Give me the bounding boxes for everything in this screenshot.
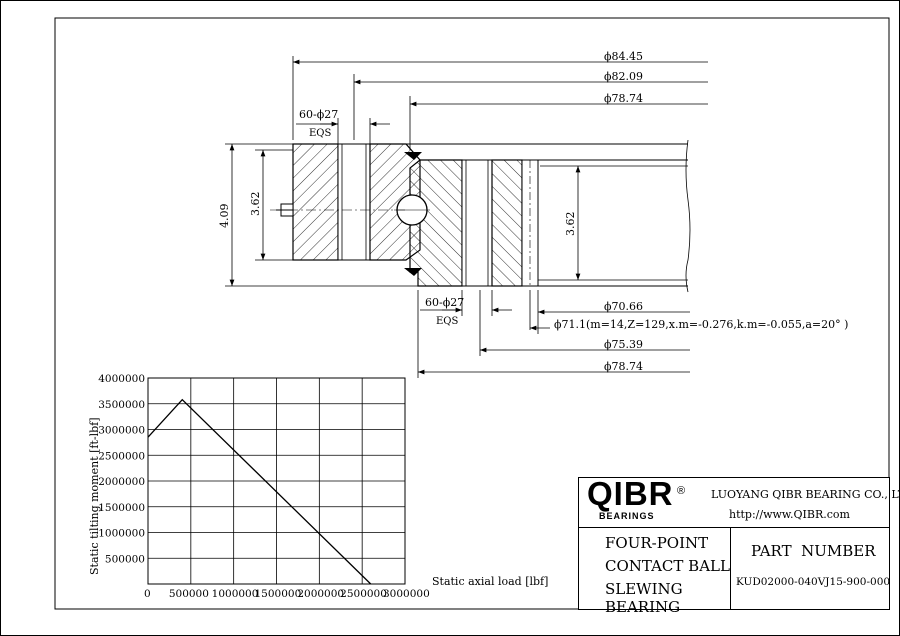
- chart-y-tick-label: 1500000: [98, 502, 145, 514]
- chart-x-tick-label: 0: [144, 588, 151, 600]
- chart-y-tick-label: 500000: [105, 553, 145, 565]
- inner-border: [54, 17, 890, 610]
- description-line-3: SLEWING BEARING: [605, 580, 683, 616]
- chart-y-tick-label: 3000000: [98, 425, 145, 437]
- dim-d2: ϕ82.09: [604, 70, 643, 83]
- chart-series-line: [147, 398, 372, 585]
- chart-y-tick-label: 2000000: [98, 476, 145, 488]
- dim-d3: ϕ78.74: [604, 92, 643, 105]
- chart-x-tick-label: 1000000: [212, 588, 259, 600]
- dim-d4: ϕ70.66: [604, 300, 643, 313]
- chart-x-tick-label: 2000000: [297, 588, 344, 600]
- seal-bottom: [404, 268, 422, 276]
- part-number-cell: PART NUMBER KUD02000-040VJ15-900-000: [731, 528, 891, 609]
- dim-d6: ϕ75.39: [604, 338, 643, 351]
- chart-y-axis-label: Static tilting moment [ft-lbf]: [88, 417, 101, 575]
- inner-ring-gear: [491, 159, 523, 287]
- dim-holes-bottom: 60-ϕ27: [425, 296, 464, 309]
- seal-top: [404, 152, 422, 160]
- dim-height-total: 4.09: [218, 204, 231, 229]
- company-url: http://www.QIBR.com: [729, 508, 850, 521]
- dim-height-inner: 3.62: [564, 212, 577, 237]
- dim-d5: ϕ71.1(m=14,Z=129,x.m=-0.276,k.m=-0.055,a…: [554, 318, 848, 331]
- chart-x-tick-label: 500000: [169, 588, 209, 600]
- part-number-label: PART NUMBER: [751, 542, 876, 560]
- outer-bolt-hole: [337, 143, 371, 261]
- chart-x-axis-label: Static axial load [lbf]: [432, 575, 548, 588]
- logo-cell: QIBR ® BEARINGS LUOYANG QIBR BEARING CO.…: [579, 475, 900, 528]
- inner-bolt-hole: [461, 159, 493, 287]
- outer-ring-left: [292, 143, 339, 261]
- chart-x-tick-label: 1500000: [255, 588, 302, 600]
- bearing-cross-section: [225, 139, 691, 293]
- logo-reg-mark: ®: [677, 485, 686, 497]
- chart-y-tick-label: 2500000: [98, 450, 145, 462]
- dim-eqs-top: EQS: [309, 128, 331, 139]
- company-logo: QIBR ® BEARINGS: [585, 475, 686, 525]
- chart-y-tick-label: 3500000: [98, 399, 145, 411]
- chart-y-tick-label: 4000000: [98, 373, 145, 385]
- chart-x-tick-label: 3000000: [383, 588, 430, 600]
- dim-d1: ϕ84.45: [604, 50, 643, 63]
- chart-x-tick-label: 2500000: [340, 588, 387, 600]
- chart-y-tick-label: 1000000: [98, 528, 145, 540]
- dim-holes-top: 60-ϕ27: [299, 108, 338, 121]
- title-block: QIBR ® BEARINGS LUOYANG QIBR BEARING CO.…: [578, 475, 900, 616]
- dim-height-outer: 3.62: [249, 192, 262, 217]
- dim-d7: ϕ78.74: [604, 360, 643, 373]
- dimension-lines: [229, 56, 708, 378]
- chart-grid: [147, 377, 406, 585]
- logo-subtext: BEARINGS: [599, 511, 655, 521]
- description-line-2: CONTACT BALL: [605, 557, 730, 575]
- description-cell: FOUR-POINT CONTACT BALL SLEWING BEARING: [579, 528, 731, 616]
- dim-eqs-bottom: EQS: [436, 316, 458, 327]
- description-line-1: FOUR-POINT: [605, 534, 709, 552]
- logo-text: QIBR: [587, 475, 674, 512]
- company-name: LUOYANG QIBR BEARING CO., LTD: [711, 488, 900, 501]
- part-number-value: KUD02000-040VJ15-900-000: [736, 576, 891, 588]
